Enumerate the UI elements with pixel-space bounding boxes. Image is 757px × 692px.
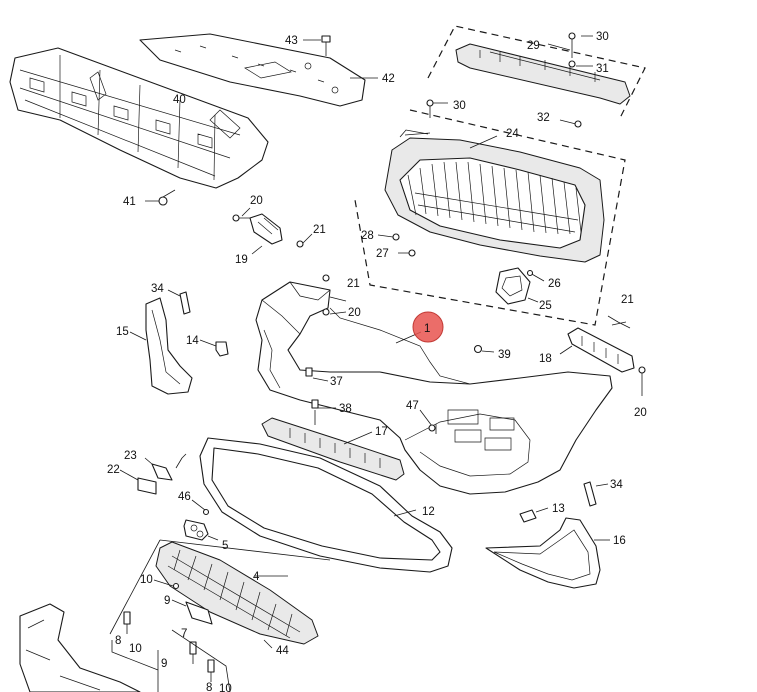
- callout-19: 19: [235, 254, 248, 266]
- emblem-25: [495, 267, 545, 305]
- bracket-22-23: [119, 453, 187, 495]
- bracket-18: [559, 315, 646, 396]
- clip-34-right: [583, 481, 609, 507]
- bumper-fascia-1: [255, 274, 613, 495]
- lower-grille-4: [109, 539, 331, 649]
- callout-20a: 20: [250, 195, 263, 207]
- callout-34b: 34: [610, 479, 623, 491]
- clip-13: [519, 507, 549, 523]
- callout-34a: 34: [151, 283, 164, 295]
- fastener-41: [145, 189, 176, 206]
- callout-47: 47: [406, 400, 419, 412]
- bracket-15: [129, 297, 193, 395]
- callout-21c: 21: [621, 294, 634, 306]
- callout-labels: 1 4 5 7 8 8 9 9 10 10 10 12 13 14 15 16 …: [107, 31, 647, 692]
- callout-21a: 21: [313, 224, 326, 236]
- callout-41: 41: [123, 196, 136, 208]
- callout-31: 31: [596, 63, 609, 75]
- callout-8b: 8: [206, 682, 212, 692]
- callout-8a: 8: [115, 635, 121, 647]
- fastener-47: [419, 409, 437, 434]
- lower-deflector: [19, 603, 141, 692]
- callout-20b: 20: [348, 307, 361, 319]
- callout-7: 7: [181, 628, 187, 640]
- highlight-marker-1: [412, 311, 444, 343]
- callout-1: 1: [424, 323, 430, 335]
- callout-39: 39: [498, 349, 511, 361]
- callout-10a: 10: [140, 574, 153, 586]
- callout-40: 40: [173, 94, 186, 106]
- callout-45-46: 46: [178, 491, 191, 503]
- callout-43: 43: [285, 35, 298, 47]
- callout-13: 13: [552, 503, 565, 515]
- upper-cover-42: [139, 33, 378, 107]
- reinforcement-beam-40: [9, 47, 269, 189]
- callout-44: 44: [276, 645, 289, 657]
- callout-4: 4: [253, 571, 260, 583]
- callout-30a: 30: [596, 31, 609, 43]
- callout-17: 17: [375, 426, 388, 438]
- callout-37: 37: [330, 376, 343, 388]
- clip-14: [199, 339, 229, 357]
- grille-24: [354, 99, 626, 326]
- callout-23: 23: [124, 450, 137, 462]
- callout-12: 12: [422, 506, 435, 518]
- callout-5: 5: [222, 540, 228, 552]
- callout-25: 25: [539, 300, 552, 312]
- callout-10c: 10: [219, 683, 232, 692]
- callout-30b: 30: [453, 100, 466, 112]
- callout-29: 29: [527, 40, 540, 52]
- deflector-17: [261, 417, 405, 481]
- callout-9b: 9: [161, 658, 167, 670]
- callout-27: 27: [376, 248, 389, 260]
- callout-21b: 21: [347, 278, 360, 290]
- callout-16: 16: [613, 535, 626, 547]
- clip-34-left: [167, 289, 191, 315]
- callout-38: 38: [339, 403, 352, 415]
- clips-45-46: [183, 499, 219, 541]
- callout-20c: 20: [634, 407, 647, 419]
- callout-15: 15: [116, 326, 129, 338]
- callout-24: 24: [506, 128, 519, 140]
- clips-7-8: [111, 611, 231, 692]
- callout-14: 14: [186, 335, 199, 347]
- bracket-19: [232, 207, 313, 255]
- callout-22: 22: [107, 464, 120, 476]
- callout-26: 26: [548, 278, 561, 290]
- grille-bracket-group: [427, 25, 646, 128]
- screws-37-38: [305, 367, 336, 425]
- fog-trim-16: [485, 517, 610, 589]
- callout-10b: 10: [129, 643, 142, 655]
- callout-9a: 9: [164, 595, 170, 607]
- callout-32: 32: [537, 112, 550, 124]
- clip-9-10: [153, 579, 213, 625]
- callout-42: 42: [382, 73, 395, 85]
- fastener-43: [303, 35, 331, 56]
- callout-18: 18: [539, 353, 552, 365]
- callout-28: 28: [361, 230, 374, 242]
- lower-surround-12: [199, 437, 453, 573]
